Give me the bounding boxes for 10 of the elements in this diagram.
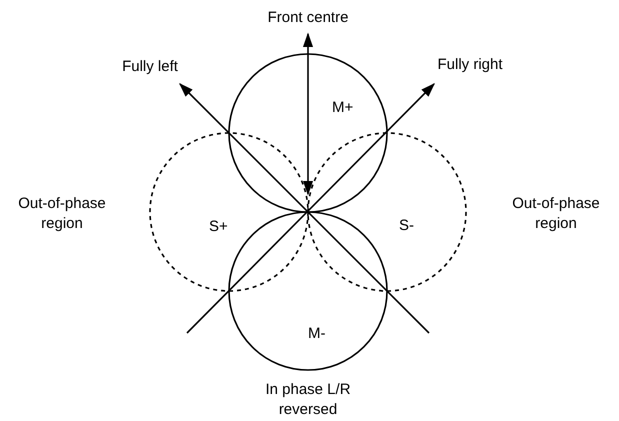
region-label: Out-of-phase region xyxy=(511,194,601,234)
region-label: In phase L/R reversed xyxy=(264,380,352,420)
lobe-label: M+ xyxy=(332,99,354,117)
direction-label: Fully left xyxy=(121,57,179,77)
lobe-label: S+ xyxy=(209,218,228,236)
region-label: Out-of-phase region xyxy=(17,194,107,234)
direction-label: Fully right xyxy=(436,55,504,75)
lobe-label: M- xyxy=(308,325,326,343)
lobe-label: S- xyxy=(399,217,414,235)
direction-label: Front centre xyxy=(266,8,350,28)
